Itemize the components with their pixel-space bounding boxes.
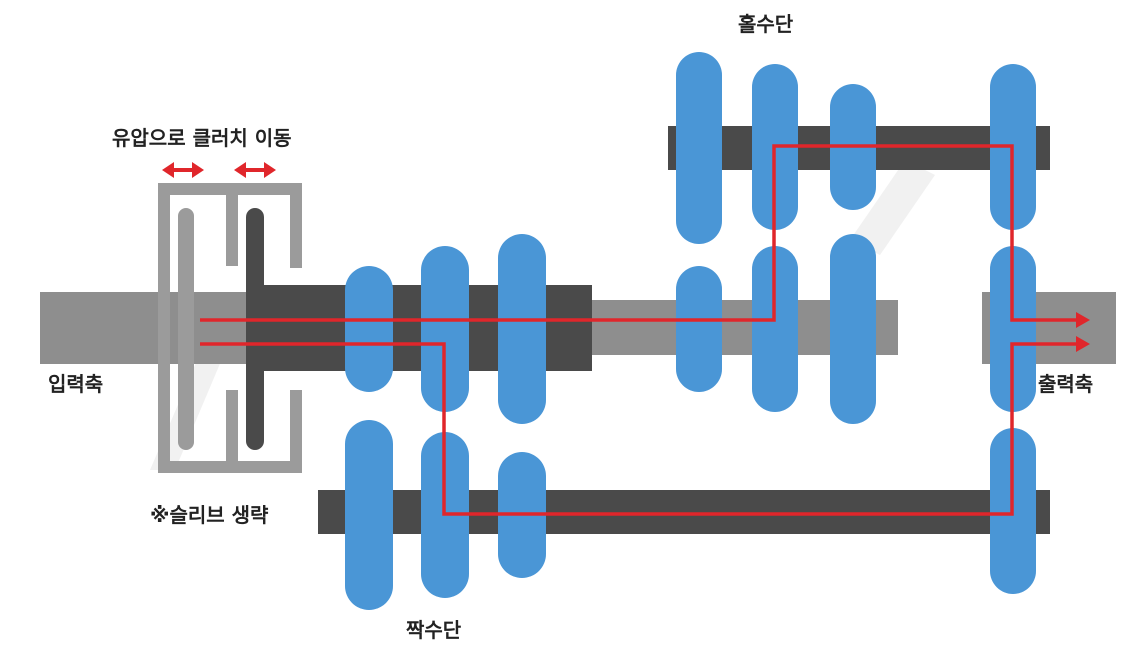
gear-input-3 <box>498 234 546 424</box>
odd-gears-label: 홀수단 <box>738 12 794 36</box>
odd-power-path <box>200 144 1080 322</box>
hydraulic-clutch-label: 유압으로 클러치 이동 <box>112 126 292 150</box>
even-gears-label: 짝수단 <box>406 618 462 642</box>
output-arrowheads <box>1076 312 1090 352</box>
sleeve-note-label: ※슬리브 생략 <box>150 503 269 527</box>
gear-input-2 <box>421 246 469 412</box>
clutch-plate-2 <box>246 208 264 450</box>
gear-even-1 <box>345 420 393 610</box>
gear-input-1 <box>345 266 393 392</box>
clutch-housing <box>158 183 302 473</box>
double-arrow-icon <box>162 162 204 178</box>
gear-mid-2 <box>752 246 798 412</box>
hydraulic-arrows <box>162 162 276 178</box>
gear-output-1 <box>990 246 1036 412</box>
input-shaft-label: 입력축 <box>48 372 104 396</box>
gear-odd-top-1 <box>676 52 722 244</box>
power-paths <box>200 144 1080 516</box>
clutch-plate-1 <box>178 208 194 450</box>
even-power-path <box>200 342 1080 516</box>
gear-mid-1 <box>676 266 722 392</box>
gear-mid-3 <box>830 234 876 424</box>
gears <box>345 52 1036 610</box>
output-shaft-label: 출력축 <box>1038 372 1094 396</box>
double-arrow-icon <box>234 162 276 178</box>
